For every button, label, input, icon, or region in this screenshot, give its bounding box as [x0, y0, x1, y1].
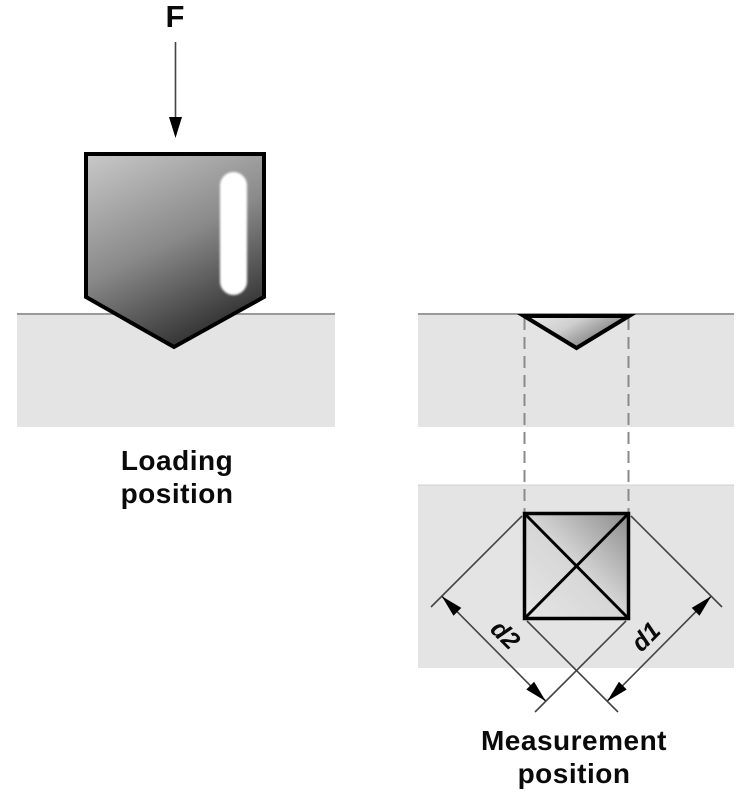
- d2-arrow-head-lower: [526, 681, 546, 702]
- d1-arrow-head-upper: [691, 596, 712, 616]
- loading-caption-line1: Loading: [120, 445, 234, 476]
- measurement-caption-line2: position: [517, 758, 631, 789]
- d1-arrow-head-lower: [607, 681, 627, 702]
- indentation-profile-triangle: [516, 314, 637, 351]
- d2-dimension-line: [441, 595, 547, 702]
- d1-extension-line-bottom-left: [526, 620, 619, 713]
- d1-extension-line-top-right: [630, 515, 723, 608]
- force-label: F: [165, 0, 185, 34]
- loading-caption-line2: position: [120, 478, 234, 509]
- indentation-diagonal-bl-tr: [523, 512, 630, 620]
- measurement-position-caption: Measurement position: [454, 724, 694, 790]
- d2-extension-line-bottom-right: [534, 620, 627, 713]
- d2-extension-line-top-left: [430, 515, 523, 608]
- measurement-caption-line1: Measurement: [480, 725, 667, 756]
- indenter: [84, 152, 266, 350]
- loading-position-caption: Loading position: [67, 444, 287, 510]
- d1-dimension-line: [606, 595, 712, 702]
- indenter-highlight: [220, 172, 247, 295]
- d2-arrow-head-upper: [441, 596, 462, 616]
- force-arrow-head: [169, 117, 182, 138]
